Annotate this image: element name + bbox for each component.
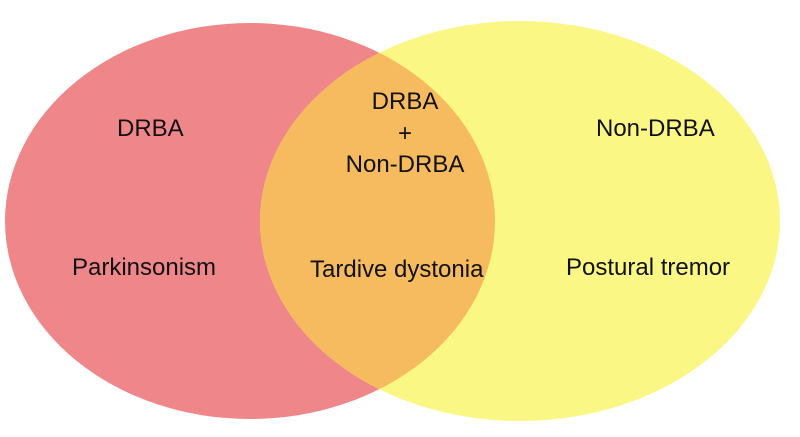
overlap-title-bottom: Non-DRBA	[345, 151, 465, 179]
left-set-example: Parkinsonism	[72, 254, 217, 281]
overlap-example: Tardive dystonia	[310, 256, 484, 283]
overlap-region	[260, 23, 495, 419]
overlap-title-top: DRBA	[371, 88, 439, 115]
right-set-example: Postural tremor	[566, 254, 731, 281]
left-set-title: DRBA	[117, 115, 184, 142]
overlap-joiner: +	[397, 119, 412, 147]
right-set-title: Non-DRBA	[596, 115, 715, 142]
overlap-title: DRBA + Non-DRBA	[320, 86, 490, 181]
